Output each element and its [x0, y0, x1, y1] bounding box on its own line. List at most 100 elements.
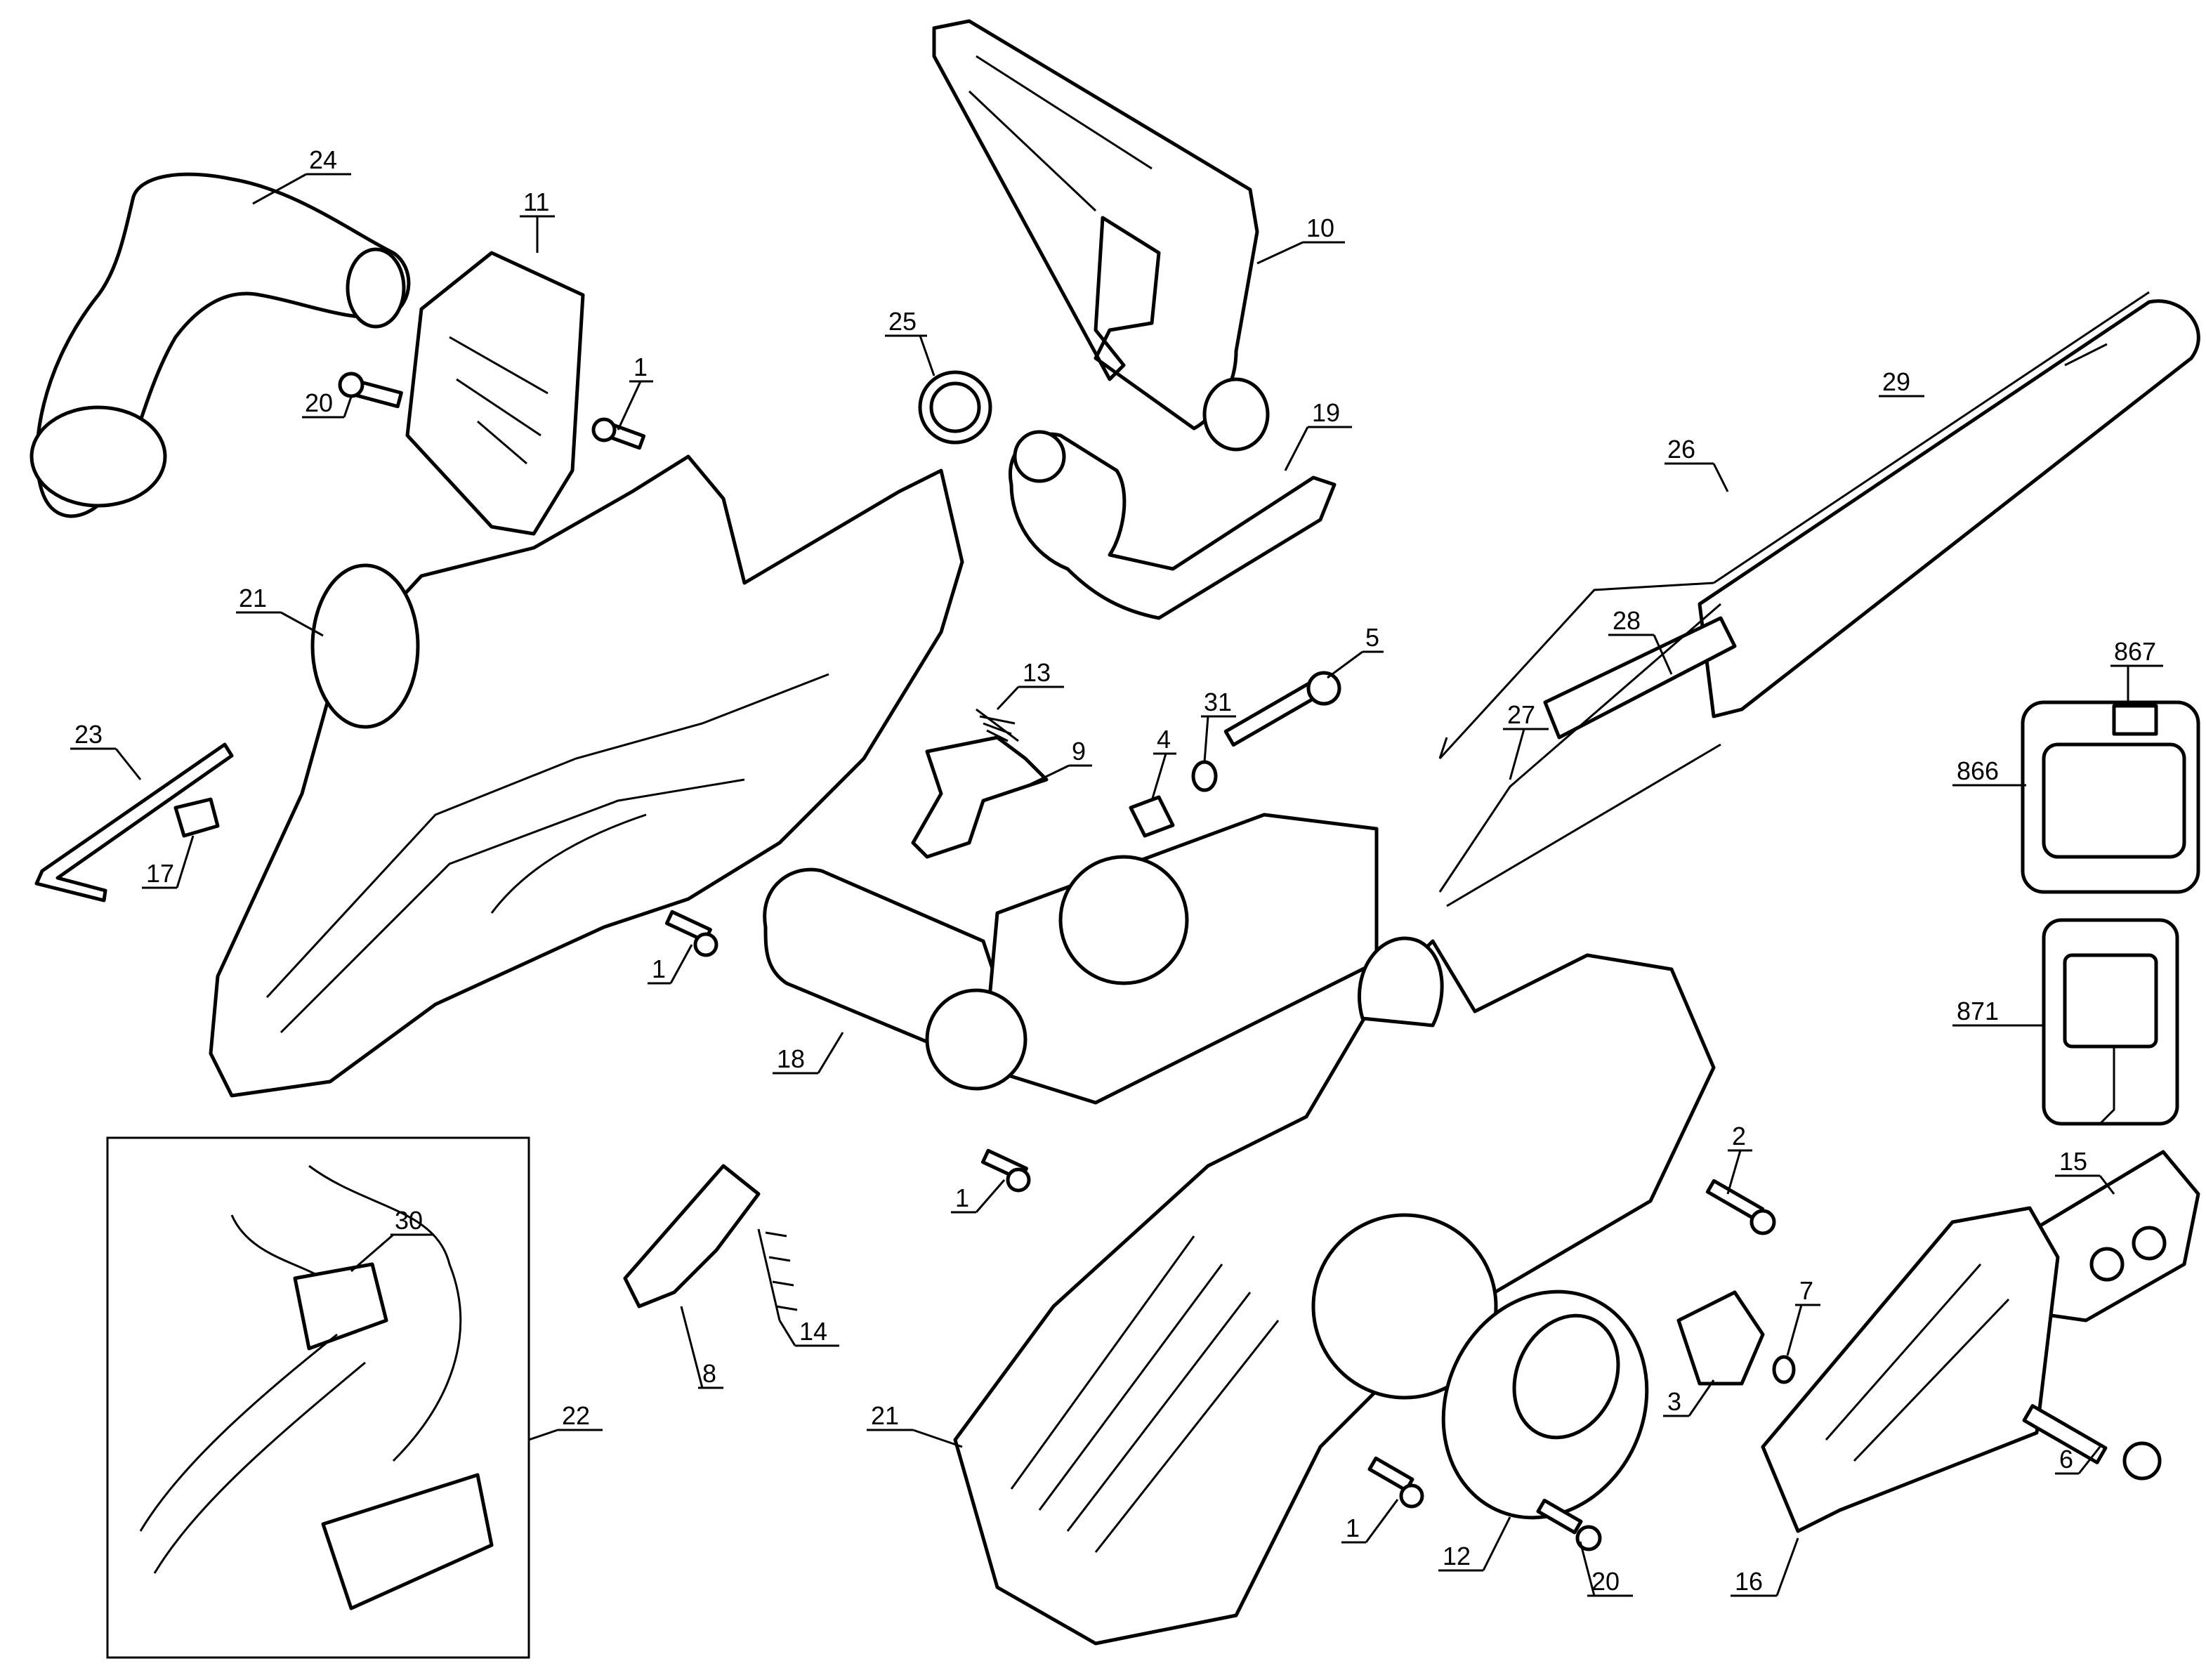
sprocket-cover-12 [1441, 1289, 1649, 1520]
callout-867: 867 [2110, 637, 2163, 706]
nut-4 [1129, 795, 1175, 838]
callout-1-lower: 1 [951, 1179, 1006, 1214]
callout-20-bottom: 20 [1579, 1541, 1633, 1597]
screw-2 [1705, 1179, 1776, 1235]
guide-bar-29 [1698, 299, 2200, 718]
callout-30: 30 [350, 1206, 434, 1273]
callout-24: 24 [252, 145, 351, 205]
trigger-9 [911, 735, 1049, 859]
callout-2: 2 [1726, 1122, 1752, 1195]
callout-19: 19 [1284, 398, 1352, 471]
hex-key-23 [34, 742, 234, 903]
svg-text:13: 13 [1023, 658, 1051, 687]
svg-text:4: 4 [1157, 725, 1171, 754]
screw-20-bottom [1536, 1498, 1602, 1551]
svg-text:8: 8 [702, 1359, 716, 1388]
callout-9: 9 [1025, 737, 1092, 788]
svg-text:21: 21 [871, 1401, 899, 1430]
terminal-867 [2112, 704, 2158, 736]
callout-27: 27 [1503, 700, 1549, 780]
screw-1-bottom [1367, 1456, 1424, 1509]
svg-text:29: 29 [1882, 367, 1910, 396]
callout-17: 17 [142, 835, 195, 889]
svg-text:24: 24 [309, 145, 337, 174]
bar-body-28 [1543, 616, 1737, 740]
svg-text:27: 27 [1507, 700, 1535, 729]
callout-15: 15 [2055, 1147, 2115, 1195]
saw-chain-27 [1438, 603, 1721, 907]
callout-6: 6 [2055, 1445, 2101, 1475]
bolt-5 [1223, 671, 1341, 747]
callout-5: 5 [1327, 623, 1384, 679]
svg-text:3: 3 [1667, 1387, 1681, 1416]
callout-21-left: 21 [236, 584, 324, 637]
svg-text:21: 21 [239, 584, 267, 612]
spring-14 [757, 1228, 798, 1321]
screw-1-top [591, 417, 646, 450]
housing-21-right [953, 936, 1716, 1646]
svg-text:31: 31 [1204, 688, 1232, 716]
callout-20-top: 20 [302, 388, 353, 419]
callout-4: 4 [1150, 725, 1176, 801]
svg-text:20: 20 [305, 388, 333, 417]
callout-14: 14 [778, 1317, 839, 1347]
svg-text:866: 866 [1957, 756, 1999, 785]
motor-gearbox-18 [763, 813, 1379, 1105]
svg-text:6: 6 [2059, 1445, 2073, 1474]
callout-16: 16 [1731, 1537, 1799, 1597]
callout-12: 12 [1438, 1516, 1511, 1572]
lock-off-lever-19 [1009, 430, 1337, 620]
svg-text:17: 17 [146, 859, 174, 888]
front-handle-guard-10 [932, 19, 1270, 452]
svg-text:10: 10 [1306, 214, 1334, 242]
svg-text:7: 7 [1799, 1276, 1813, 1305]
callout-11: 11 [520, 188, 555, 253]
callout-13: 13 [996, 658, 1064, 711]
svg-text:19: 19 [1312, 398, 1340, 427]
svg-text:20: 20 [1591, 1567, 1620, 1596]
callout-1-mid: 1 [648, 944, 693, 985]
callout-31: 31 [1201, 688, 1236, 763]
callout-3: 3 [1663, 1379, 1715, 1417]
battery-866 [2021, 700, 2200, 894]
svg-text:25: 25 [888, 307, 917, 336]
svg-text:871: 871 [1957, 997, 1999, 1025]
callout-23: 23 [70, 720, 142, 780]
callout-10: 10 [1256, 214, 1345, 265]
washer-7 [1772, 1355, 1796, 1384]
callout-21-right: 21 [867, 1401, 963, 1448]
handle-bracket-11 [405, 251, 585, 536]
callout-18: 18 [773, 1032, 844, 1075]
housing-21-left [209, 454, 964, 1098]
charger-871 [2042, 918, 2179, 1126]
svg-text:26: 26 [1667, 435, 1695, 464]
clip-17 [173, 797, 220, 838]
svg-text:9: 9 [1072, 737, 1086, 766]
rear-handle-24 [29, 172, 411, 518]
screw-1-lower [980, 1148, 1031, 1193]
washer-31 [1191, 760, 1218, 792]
callout-7: 7 [1786, 1276, 1820, 1356]
chain-line-26 [1438, 291, 2150, 760]
svg-text:1: 1 [955, 1183, 969, 1212]
svg-text:16: 16 [1735, 1567, 1763, 1596]
svg-text:28: 28 [1613, 606, 1641, 635]
screw-1-mid [664, 910, 718, 957]
callout-22: 22 [528, 1401, 603, 1441]
callout-1-top: 1 [617, 353, 653, 431]
svg-text:1: 1 [1346, 1514, 1360, 1542]
switch-wiring-box-22 [106, 1136, 530, 1659]
side-cover-16 [1761, 1206, 2060, 1533]
svg-text:1: 1 [633, 353, 648, 381]
o-ring-25 [918, 370, 992, 445]
svg-text:18: 18 [777, 1044, 805, 1073]
callouts: 24 11 10 25 20 1 [70, 145, 2163, 1597]
callout-871: 871 [1952, 997, 2044, 1027]
screw-6 [2022, 1404, 2162, 1481]
svg-text:14: 14 [799, 1317, 827, 1346]
svg-text:22: 22 [562, 1401, 590, 1430]
spring-13 [976, 708, 1019, 742]
callout-26: 26 [1665, 435, 1729, 492]
svg-text:1: 1 [652, 954, 666, 983]
